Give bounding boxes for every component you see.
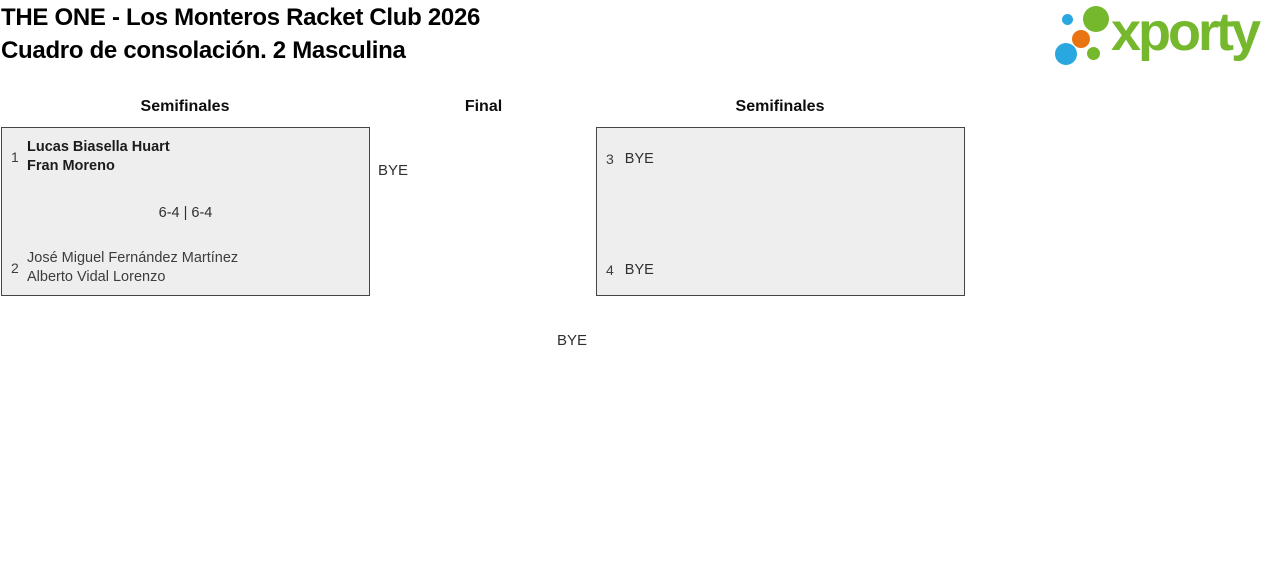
round-header-semifinals-left: Semifinales (140, 98, 230, 115)
player-name: Fran Moreno (27, 158, 115, 174)
seed-number: 3 (606, 151, 614, 167)
team-row-bye: 4 BYE (606, 261, 654, 280)
round-header-semifinals-right: Semifinales (735, 98, 825, 115)
logo-dot-icon (1055, 43, 1077, 65)
team-row-bye: 3 BYE (606, 150, 654, 169)
seed-number: 1 (11, 149, 19, 165)
match-card-semifinal-right[interactable]: 3 BYE 4 BYE (596, 127, 965, 296)
player-name: Alberto Vidal Lorenzo (27, 269, 166, 285)
seed-number: 2 (11, 260, 19, 276)
tournament-name: THE ONE - Los Monteros Racket Club 2026 (1, 4, 481, 31)
player-name: Lucas Biasella Huart (27, 139, 170, 155)
match-score: 6-4 | 6-4 (158, 205, 213, 221)
bye-label: BYE (624, 151, 654, 167)
draw-name: Cuadro de consolación. 2 Masculina (1, 37, 406, 64)
logo-dot-icon (1062, 14, 1073, 25)
round-header-final: Final (464, 98, 503, 115)
team-players: José Miguel Fernández Martínez Alberto V… (27, 249, 238, 287)
bye-label: BYE (624, 262, 654, 278)
logo-dot-icon (1072, 30, 1090, 48)
player-name: José Miguel Fernández Martínez (27, 250, 239, 266)
match-card-semifinal-left[interactable]: 1 Lucas Biasella Huart Fran Moreno 6-4 |… (1, 127, 370, 296)
logo-dot-icon (1083, 6, 1109, 32)
team-row-loser: 2 José Miguel Fernández Martínez Alberto… (11, 249, 238, 287)
logo-dot-icon (1087, 47, 1100, 60)
final-slot-bye-bottom: BYE (557, 332, 588, 349)
seed-number: 4 (606, 262, 614, 278)
page-title: THE ONE - Los Monteros Racket Club 2026 … (1, 1, 480, 67)
team-row-winner: 1 Lucas Biasella Huart Fran Moreno (11, 138, 170, 176)
xporty-logo[interactable]: xporty (1045, 0, 1280, 72)
team-players: Lucas Biasella Huart Fran Moreno (27, 138, 170, 176)
logo-wordmark: xporty (1111, 2, 1261, 62)
final-slot-bye-top: BYE (378, 162, 409, 179)
